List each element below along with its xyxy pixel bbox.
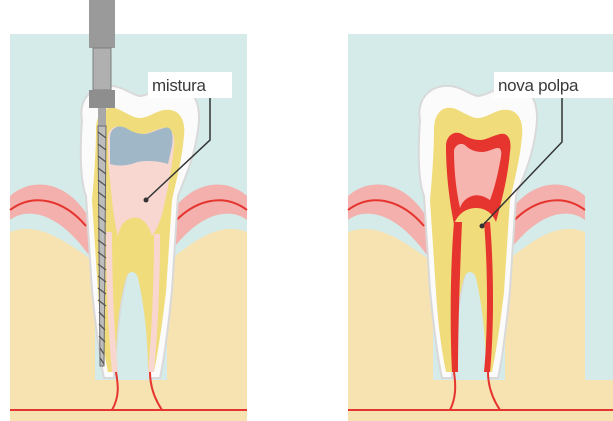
mixture-leader-dot — [144, 198, 149, 203]
file-handle-collar — [89, 90, 115, 108]
mixture-label: mistura — [152, 76, 206, 95]
panel-left-mixture: mistura — [10, 0, 247, 421]
bone-base-r — [348, 380, 613, 421]
file-handle-shaft — [93, 48, 111, 90]
new-pulp-leader-dot — [480, 224, 485, 229]
file-shank — [98, 108, 106, 126]
panel-right-new-pulp: nova polpa — [348, 34, 613, 421]
bone-base — [10, 380, 247, 421]
new-pulp-label: nova polpa — [498, 76, 579, 95]
file-handle-upper — [89, 0, 115, 48]
